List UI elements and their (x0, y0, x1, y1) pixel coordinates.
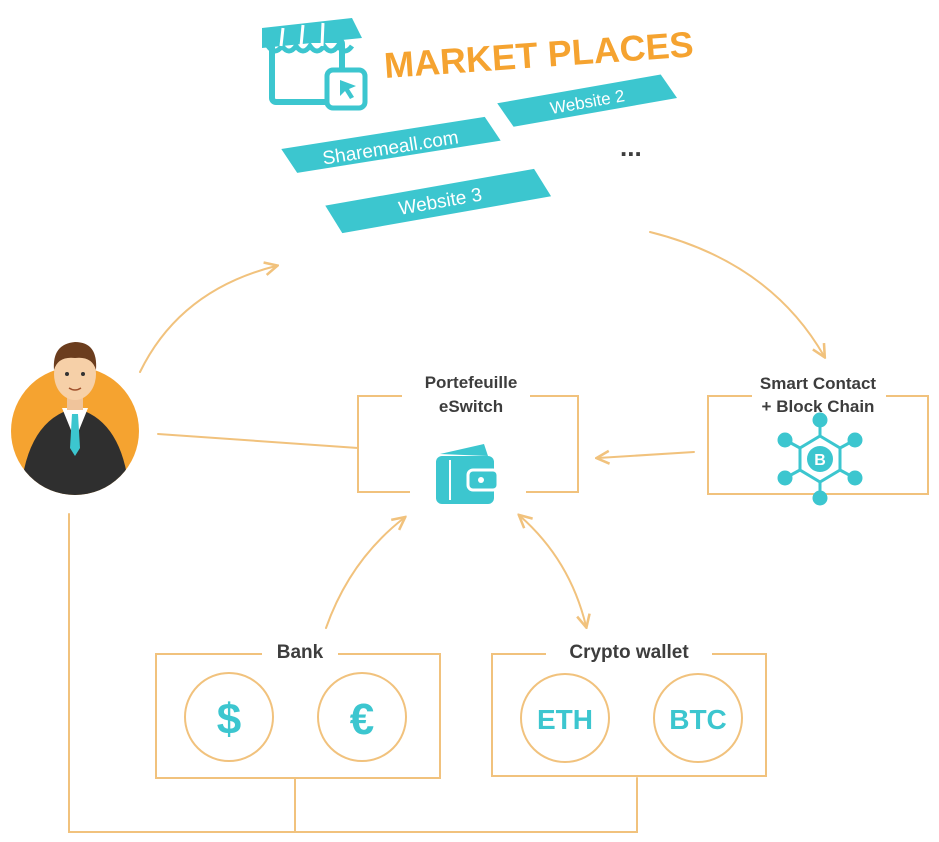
arrow-crypto-wallet-bidirectional (520, 516, 586, 626)
arrow-bank-to-wallet (325, 518, 404, 629)
svg-text:B: B (814, 452, 826, 469)
eth-coin[interactable]: ETH (520, 673, 610, 763)
svg-text:...: ... (620, 132, 642, 162)
more-sites-dots: ... (620, 132, 642, 162)
marketplaces-title: MARKET PLACES (383, 23, 695, 86)
user-avatar-icon[interactable] (11, 342, 139, 500)
dollar-coin[interactable]: $ (184, 672, 274, 762)
btc-label: BTC (669, 704, 727, 735)
site-pill-website-2[interactable]: Website 2 (497, 72, 678, 129)
crypto-wallet-box (491, 653, 767, 777)
crypto-wallet-title: Crypto wallet (569, 642, 689, 663)
wallet-title-line2: eSwitch (439, 397, 503, 416)
arrow-user-to-marketplaces (139, 266, 276, 373)
arrow-marketplaces-to-contract (649, 231, 824, 356)
cursor-icon (324, 67, 368, 111)
eth-label: ETH (537, 704, 593, 735)
arrow-contract-to-wallet (598, 452, 695, 458)
contract-title-line1: Smart Contact (760, 374, 877, 393)
euro-symbol: € (350, 695, 374, 744)
contract-title-line2: + Block Chain (762, 397, 875, 416)
wallet-title-line1: Portefeuille (425, 373, 518, 392)
wallet-box (357, 395, 579, 493)
blockchain-icon[interactable]: B (777, 412, 863, 506)
btc-coin[interactable]: BTC (653, 673, 743, 763)
site-pill-website-3[interactable]: Website 3 (325, 167, 552, 235)
bank-box (155, 653, 441, 779)
euro-coin[interactable]: € (317, 672, 407, 762)
bank-title: Bank (277, 642, 324, 663)
wallet-icon[interactable] (436, 444, 500, 504)
line-user-to-bottom (68, 513, 638, 833)
connectors (68, 231, 824, 833)
dollar-symbol: $ (217, 695, 241, 744)
line-user-to-wallet (157, 433, 359, 449)
site-pill-sharemeall[interactable]: Sharemeall.com (281, 115, 501, 176)
